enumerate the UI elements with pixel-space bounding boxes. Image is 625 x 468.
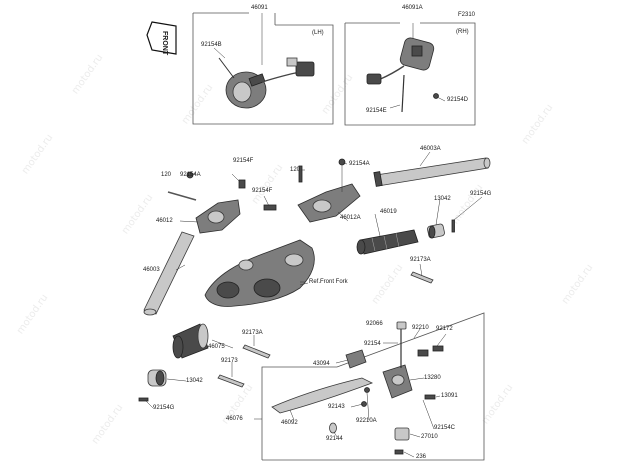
cable-bands-left (217, 344, 271, 388)
leader-lines (144, 47, 483, 458)
part-label: 92172 (436, 326, 453, 332)
ref-front-fork-label: Ref.Front Fork (309, 279, 348, 285)
part-label: 27010 (421, 434, 438, 440)
part-label: 13280 (424, 375, 441, 381)
cable-band-right (410, 271, 434, 284)
rh-switch-part-number: 46091A (402, 5, 423, 11)
lever-assembly-box (261, 312, 485, 461)
lh-switch-part-number: 46091 (251, 5, 268, 11)
part-label: 46092 (281, 420, 298, 426)
lh-switch-housing (218, 57, 315, 109)
part-label: 46075 (208, 344, 225, 350)
part-label: 92173A (242, 330, 263, 336)
part-label: 92154F (233, 158, 254, 164)
part-label: 92154D (447, 97, 469, 103)
rh-side-label: (RH) (456, 29, 469, 35)
rh-switch-box (344, 22, 476, 126)
handlebar-right (373, 157, 491, 187)
part-label: 92210A (356, 418, 377, 424)
clutch-lever (271, 321, 444, 455)
lh-switch-box (192, 12, 334, 125)
top-bridge (204, 239, 315, 307)
figure-code: F2310 (458, 12, 476, 18)
lh-side-label: (LH) (312, 30, 324, 36)
part-label: 92154A (349, 161, 370, 167)
front-badge: FRONT (161, 31, 168, 56)
part-label: 46012A (340, 215, 361, 221)
part-label: 13042 (434, 196, 451, 202)
part-label: 92154F (252, 188, 273, 194)
part-label: 46076 (226, 416, 243, 422)
part-label: 120 (161, 172, 172, 178)
part-label: 92173 (221, 358, 238, 364)
part-label: 92144 (326, 436, 343, 442)
part-label: 236 (416, 454, 427, 460)
part-label: 92173A (410, 257, 431, 263)
right-grip (356, 219, 455, 255)
rh-switch-housing (366, 37, 439, 113)
part-label: 13091 (441, 393, 458, 399)
part-label: 46012 (156, 218, 173, 224)
handlebar-left (143, 231, 195, 316)
part-label: 46003 (143, 267, 160, 273)
part-label: 92143 (328, 404, 345, 410)
front-arrow-icon (146, 21, 177, 55)
part-label: 46019 (380, 209, 397, 215)
part-label: 92154G (470, 191, 492, 197)
part-label: 46003A (420, 146, 441, 152)
upper-clamp-left (167, 171, 277, 234)
part-label: 13042 (186, 378, 203, 384)
upper-clamp-right (297, 158, 361, 223)
part-label: 92154E (366, 108, 387, 114)
part-label: 92154A (180, 172, 201, 178)
part-label: 92154G (153, 405, 175, 411)
part-label: 92210 (412, 325, 429, 331)
part-label: 120 (290, 167, 301, 173)
part-label: 92154B (201, 42, 222, 48)
part-label: 43094 (313, 361, 330, 367)
part-label: 92154 (364, 341, 381, 347)
part-label: 92154C (434, 425, 456, 431)
left-grip (138, 323, 209, 402)
part-label: 92066 (366, 321, 383, 327)
